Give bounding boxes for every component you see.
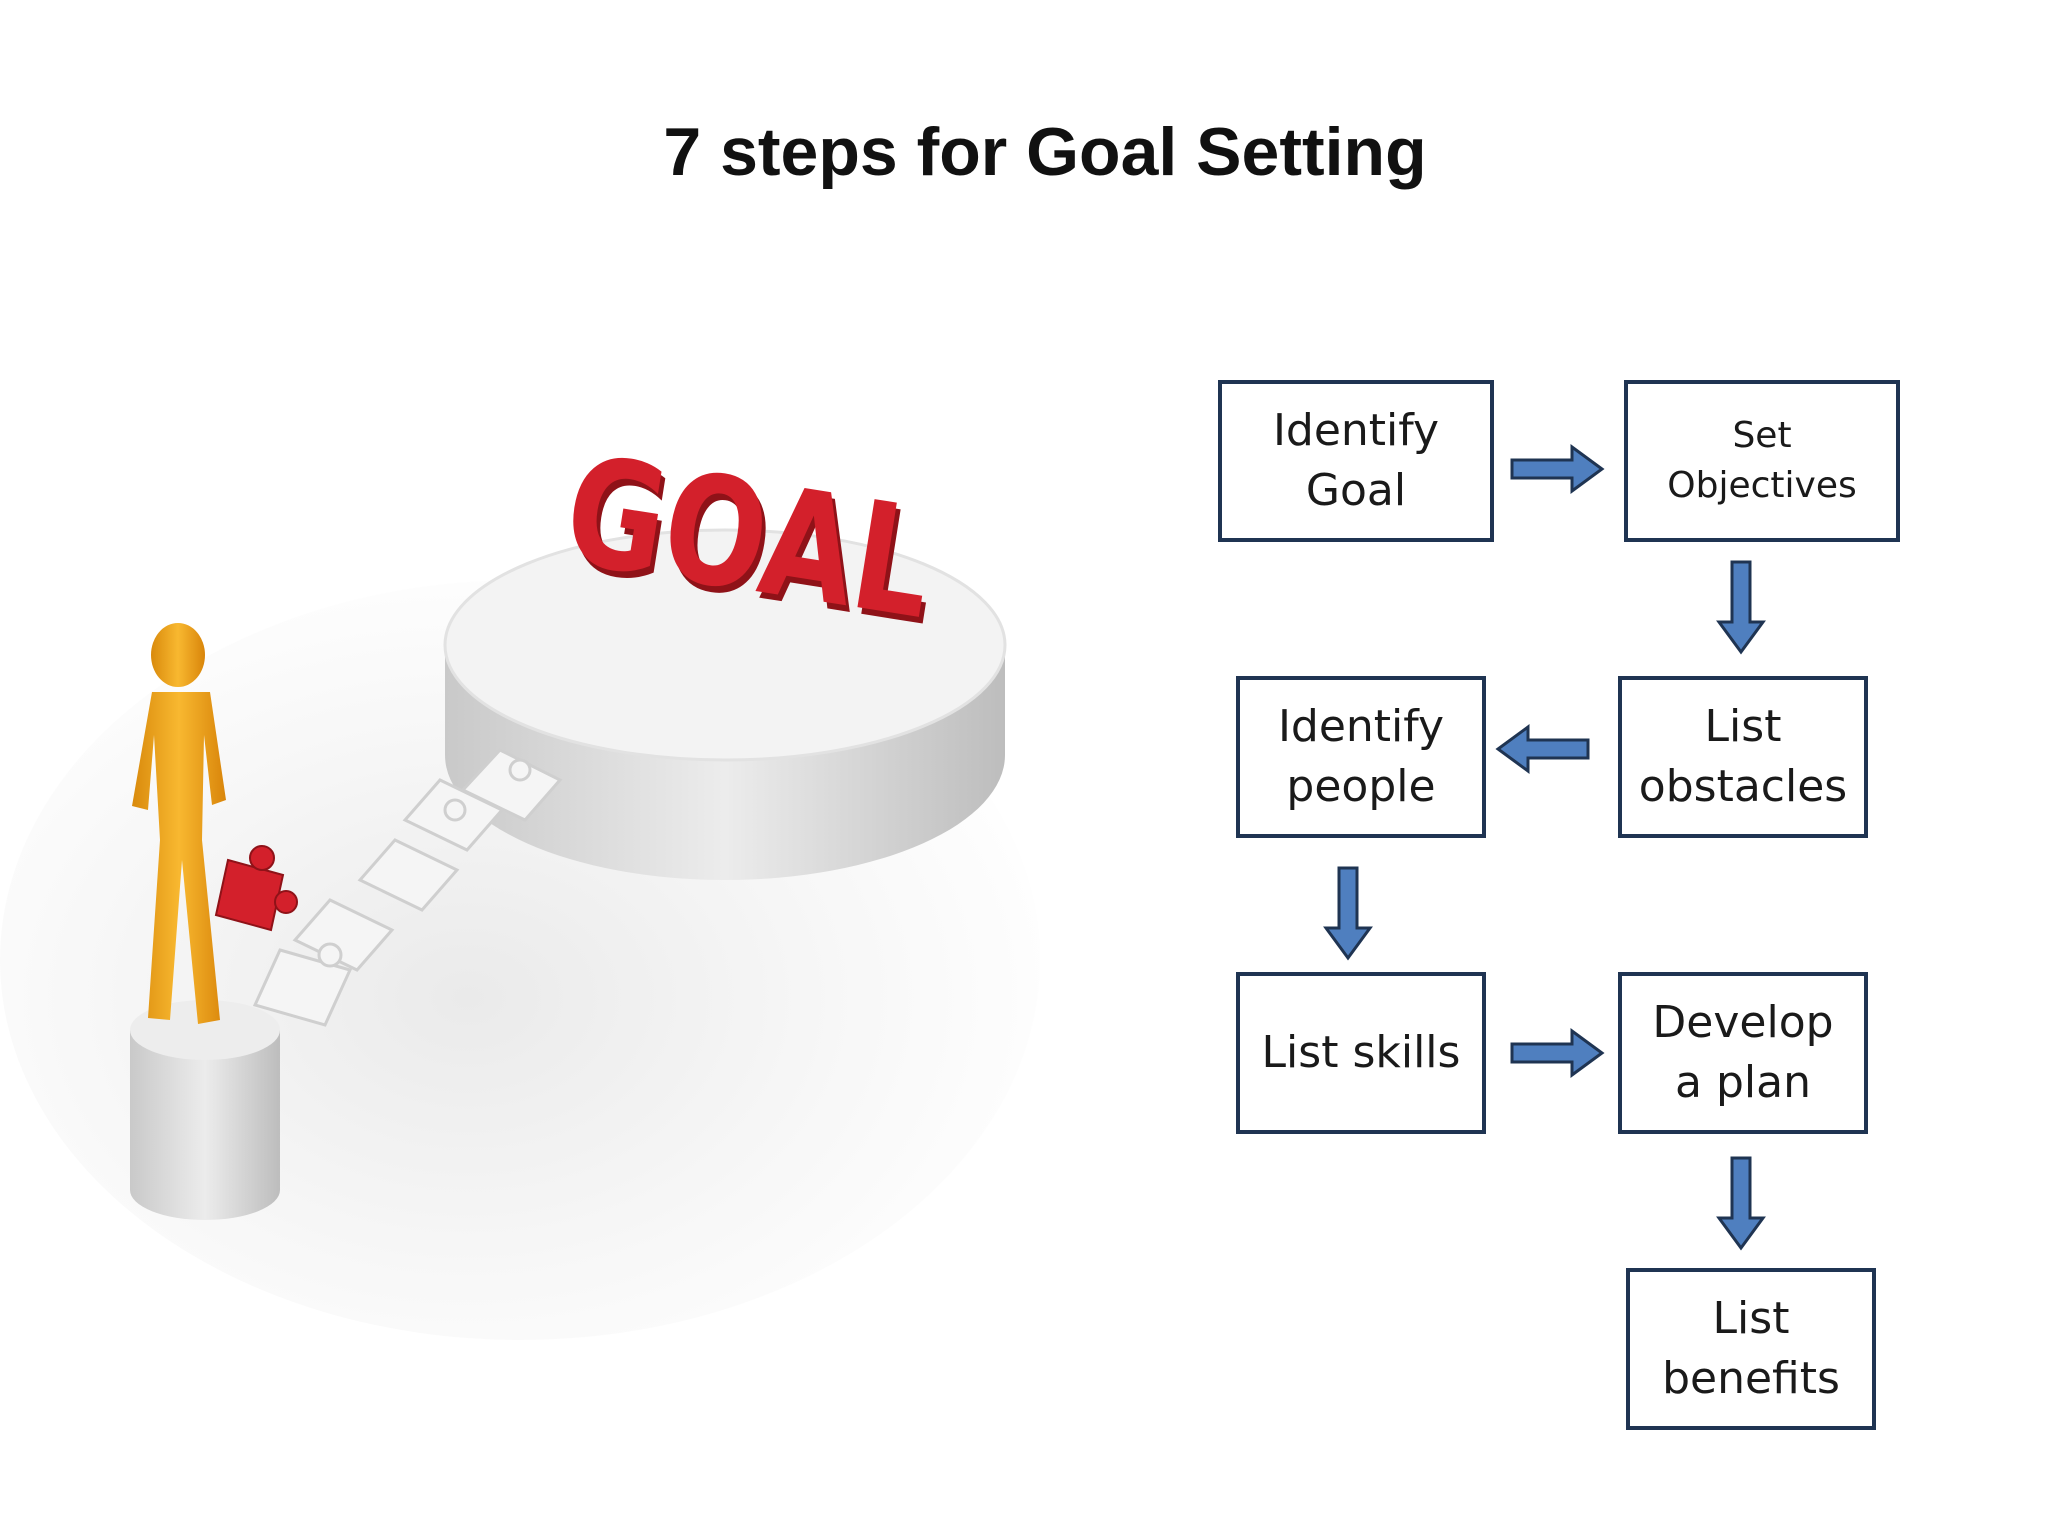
step-identify-goal: Identify Goal	[1218, 380, 1494, 542]
step-list-benefits: List benefits	[1626, 1268, 1876, 1430]
step-set-objectives-line2: Objectives	[1667, 465, 1857, 506]
arrow-left-obstacles-to-people	[1495, 724, 1590, 774]
puzzle-bridge	[292, 748, 563, 972]
step-identify-goal-line2: Goal	[1305, 465, 1407, 516]
step-identify-people-line2: people	[1286, 761, 1436, 812]
step-list-skills-line1: List skills	[1261, 1027, 1461, 1078]
slide-title: 7 steps for Goal Setting	[663, 114, 1427, 190]
step-set-objectives-line1: Set	[1732, 415, 1792, 456]
step-set-objectives: Set Objectives	[1624, 380, 1900, 542]
goal-illustration: GOAL GOAL	[0, 424, 1040, 1340]
step-develop-plan: Develop a plan	[1618, 972, 1868, 1134]
arrow-down-plan-to-benefits	[1716, 1156, 1766, 1251]
arrow-right-goal-to-objectives	[1510, 444, 1605, 494]
arrow-down-objectives-to-obstacles	[1716, 560, 1766, 655]
step-list-benefits-line2: benefits	[1662, 1353, 1840, 1404]
step-list-skills: List skills	[1236, 972, 1486, 1134]
step-identify-goal-line1: Identify	[1272, 405, 1440, 456]
arrow-right-skills-to-plan	[1510, 1028, 1605, 1078]
step-identify-people: Identify people	[1236, 676, 1486, 838]
step-list-obstacles-line1: List	[1704, 701, 1782, 752]
figure-pedestal	[130, 1000, 280, 1220]
step-list-obstacles-line2: obstacles	[1638, 761, 1848, 812]
step-list-obstacles: List obstacles	[1618, 676, 1868, 838]
arrow-down-people-to-skills	[1323, 866, 1373, 961]
loose-puzzle-piece	[252, 942, 353, 1027]
step-identify-people-line1: Identify	[1277, 701, 1445, 752]
step-develop-plan-line1: Develop	[1652, 997, 1834, 1048]
goal-pedestal	[443, 528, 1007, 880]
step-list-benefits-line1: List	[1712, 1293, 1790, 1344]
red-puzzle-piece	[214, 845, 298, 932]
person-figure	[132, 623, 226, 1024]
step-develop-plan-line2: a plan	[1675, 1057, 1811, 1108]
